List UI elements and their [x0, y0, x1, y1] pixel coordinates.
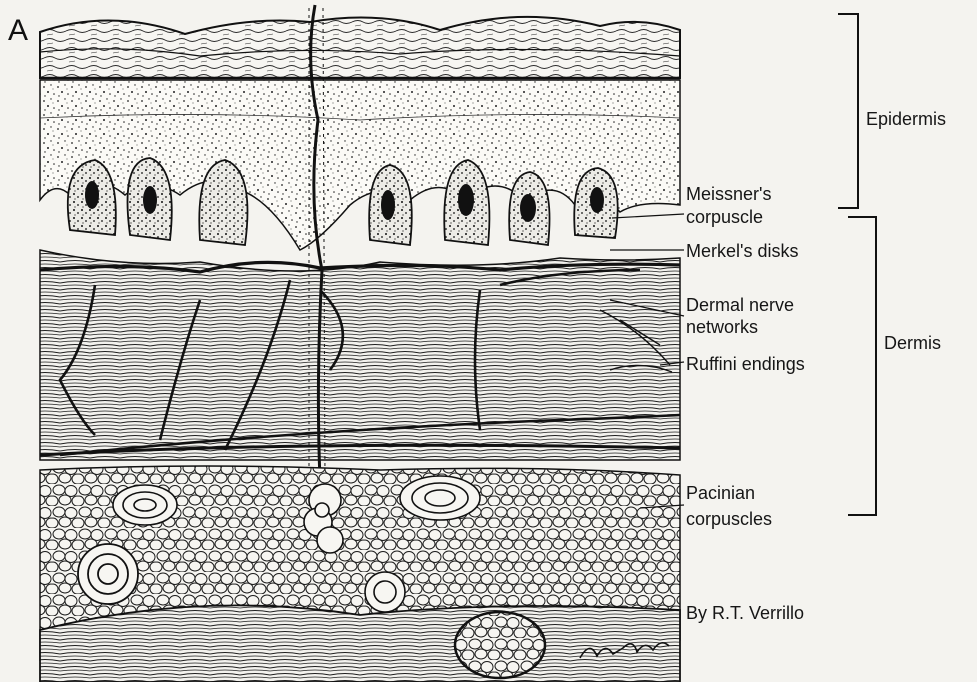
- muscle-bundle: [455, 612, 545, 678]
- label-dermal-line1: Dermal nerve: [686, 294, 794, 316]
- label-ruffini: Ruffini endings: [686, 353, 805, 375]
- label-meissner-line1: Meissner's: [686, 183, 771, 205]
- credit-text: By R.T. Verrillo: [686, 602, 804, 624]
- label-epidermis: Epidermis: [866, 108, 946, 130]
- label-meissner-line2: corpuscle: [686, 206, 763, 228]
- stratum-corneum: [40, 17, 680, 78]
- dermis-layer: [40, 250, 680, 460]
- label-dermal-line2: networks: [686, 316, 758, 338]
- label-merkel: Merkel's disks: [686, 240, 798, 262]
- label-pacinian-line2: corpuscles: [686, 508, 772, 530]
- label-dermis: Dermis: [884, 332, 941, 354]
- label-pacinian-line1: Pacinian: [686, 482, 755, 504]
- artist-signature: [575, 628, 675, 668]
- panel-letter: A: [8, 14, 28, 48]
- epidermis-bracket: [838, 14, 858, 208]
- dermis-bracket: [848, 217, 876, 515]
